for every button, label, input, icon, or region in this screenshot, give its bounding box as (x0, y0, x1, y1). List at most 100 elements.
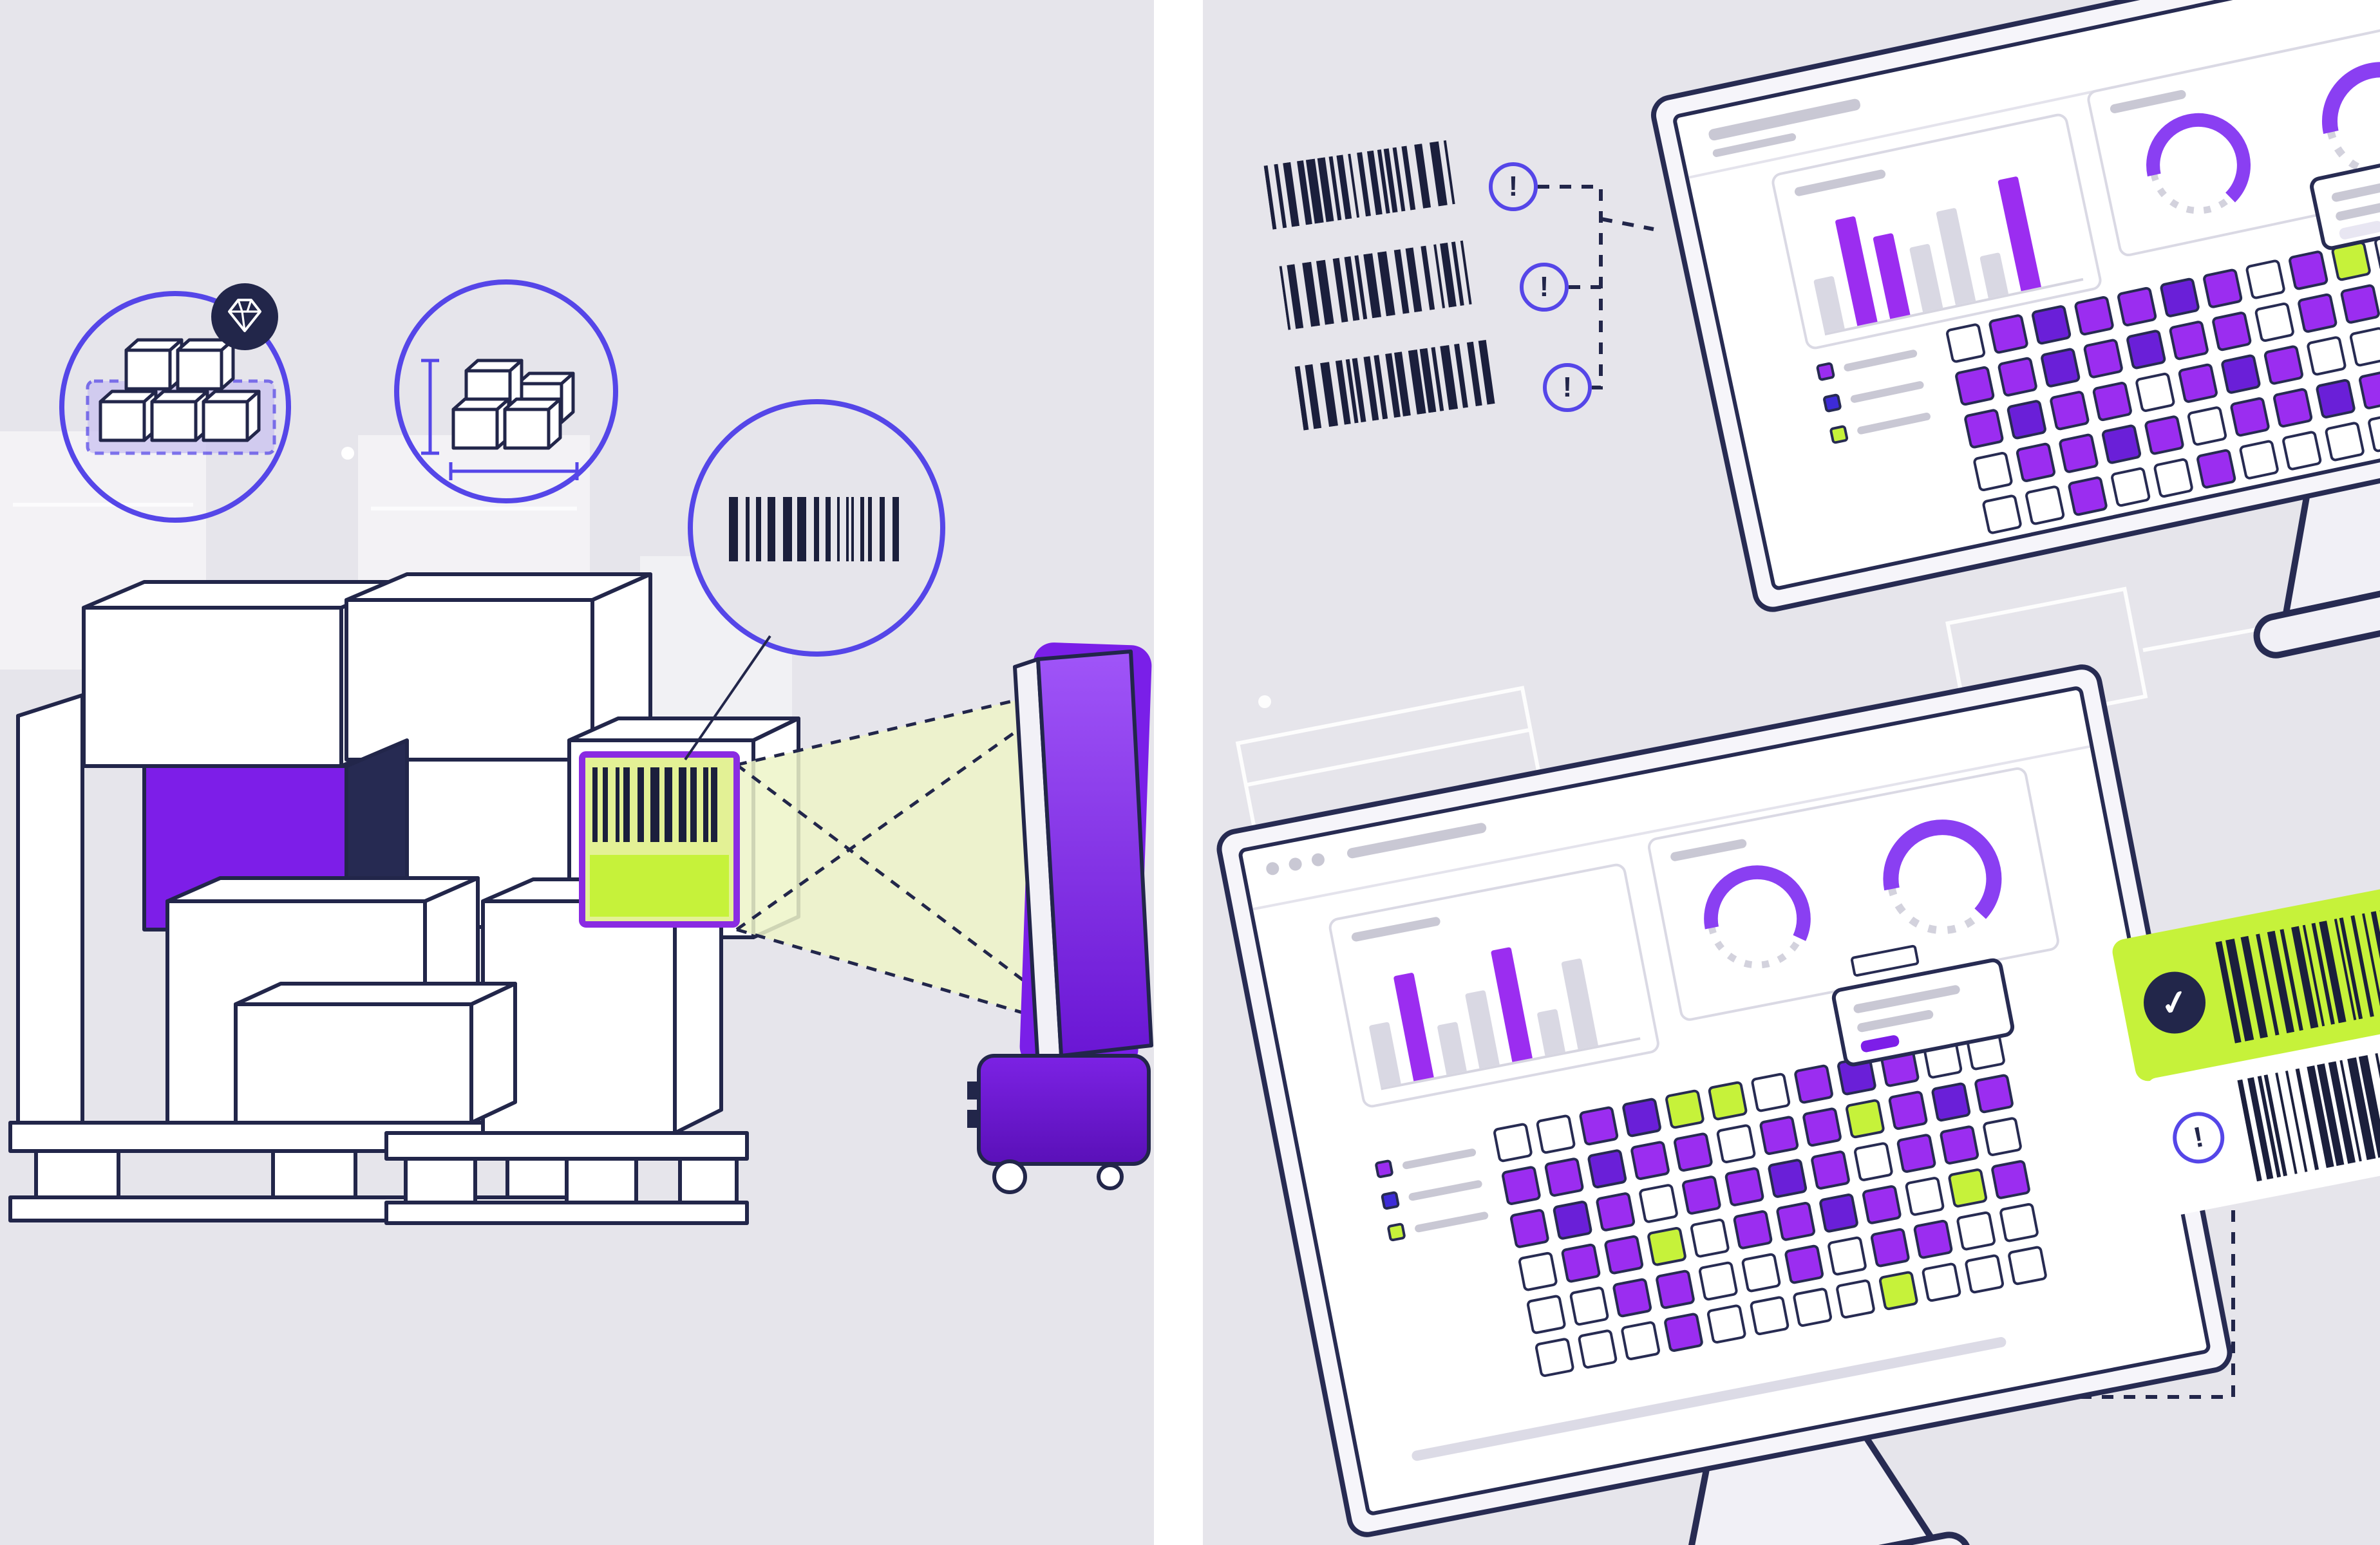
grid-cell (1990, 1159, 2032, 1201)
popup-line-placeholder (1856, 1009, 1934, 1033)
grid-cell (1587, 1148, 1628, 1190)
grid-cell (1595, 1191, 1636, 1233)
gem-icon (211, 283, 278, 350)
card-title-placeholder (1793, 169, 1887, 197)
panel-divider (1154, 0, 1203, 1545)
grid-cell (2348, 326, 2380, 368)
grid-cell (2305, 335, 2347, 377)
grid-cell (2048, 389, 2090, 431)
grid-cell (2030, 304, 2072, 346)
alert-glyph: ! (1562, 371, 1572, 403)
grid-cell (1869, 1227, 1911, 1268)
grid-cell (1732, 1209, 1773, 1250)
barcode-stripe (756, 497, 761, 561)
window-dot-icon (1310, 852, 1326, 868)
barcode-stripe (638, 767, 644, 842)
grid-cell (1784, 1244, 1825, 1285)
grid-cell (1749, 1295, 1790, 1336)
grid-cell (1681, 1174, 1722, 1216)
title-placeholder (1346, 821, 1488, 859)
grid-cell (2195, 448, 2237, 490)
barcode-stripe (711, 767, 717, 842)
alert-glyph: ! (1539, 270, 1549, 303)
grid-cell (1853, 1141, 1894, 1183)
legend-swatch (1380, 1190, 1401, 1211)
barcode-stripe (1305, 364, 1322, 429)
barcode-stripe (592, 767, 598, 842)
popup-chip (1860, 1034, 1900, 1053)
barcode-stripe (1405, 247, 1422, 313)
status-grid (1492, 1030, 2048, 1378)
barcode-stripe (603, 767, 608, 842)
card-title-placeholder (1670, 838, 1748, 862)
barcode-stripe (2285, 1070, 2308, 1172)
grid-cell (1492, 1122, 1534, 1163)
grid-cell (2186, 405, 2228, 447)
barcode-stripe (729, 497, 738, 561)
legend-label-placeholder (1401, 1147, 1477, 1170)
monitor-bezel (1647, 0, 2380, 616)
grid-cell (1715, 1123, 1757, 1165)
dashboard-scene-panel: ! ! ! (1203, 0, 2380, 1545)
barcode-stripe (1414, 144, 1431, 209)
grid-cell (1534, 1337, 1575, 1378)
legend-item (1815, 344, 1919, 382)
barcode-stripe (1287, 264, 1304, 329)
grid-cell (2315, 378, 2357, 420)
popup-chip (2338, 220, 2380, 241)
grid-cell (1988, 313, 2030, 355)
legend-swatch (1822, 393, 1842, 413)
monitor-stand (2253, 450, 2380, 659)
grid-cell (1706, 1304, 1747, 1345)
grid-cell (1939, 1124, 1980, 1166)
grid-cell (1646, 1226, 1688, 1267)
chart-bar (1979, 252, 2009, 299)
grid-cell (2339, 283, 2380, 325)
grid-cell (1560, 1242, 1601, 1284)
barcode-stripe (797, 497, 806, 561)
grid-cell (2296, 292, 2338, 334)
label-barcode (2215, 905, 2380, 1044)
legend-item (1822, 375, 1925, 413)
grid-cell (2168, 319, 2210, 361)
barcode-stripe (892, 497, 899, 561)
chart-legend (1374, 1143, 1489, 1242)
grid-cell (1793, 1063, 1835, 1105)
grid-cell (1741, 1252, 1782, 1293)
pallet-right (384, 1131, 749, 1225)
grid-cell (2143, 414, 2186, 456)
grid-cell (2287, 249, 2329, 291)
legend-item (1380, 1174, 1484, 1211)
barcode-stripe (846, 497, 849, 561)
monitor-bottom (1213, 660, 2236, 1545)
grid-cell (2324, 420, 2366, 462)
bar-chart (1356, 913, 1641, 1091)
grid-cell (2238, 439, 2280, 481)
grid-cell (1552, 1199, 1593, 1241)
grid-cell (1664, 1089, 1706, 1130)
grid-cell (1750, 1072, 1791, 1113)
barcode-stripe (679, 767, 686, 842)
barcode-stripe (690, 767, 697, 842)
warehouse-scene-panel (0, 0, 1154, 1545)
grid-cell (2039, 347, 2081, 389)
grid-cell (2229, 396, 2271, 438)
check-icon: ✓ (2138, 966, 2211, 1039)
grid-cell (1577, 1329, 1618, 1370)
barcode-stripe (814, 497, 819, 561)
grid-cell (2272, 387, 2314, 429)
grid-cell (2366, 411, 2380, 453)
barcode-stripe (826, 497, 831, 561)
barcode-stripe (2350, 915, 2374, 1017)
chart-bar (1813, 276, 1845, 333)
grid-cell (1964, 1253, 2005, 1295)
grid-cell (2015, 442, 2057, 483)
legend-swatch (1815, 361, 1836, 382)
grid-cell (1724, 1166, 1765, 1208)
grid-cell (1767, 1157, 1808, 1199)
grid-cell (1759, 1115, 1800, 1156)
grid-cell (1973, 1073, 2015, 1114)
grid-cell (1654, 1269, 1696, 1310)
alert-glyph: ! (2191, 1120, 2207, 1154)
chart-bar (1464, 990, 1500, 1069)
